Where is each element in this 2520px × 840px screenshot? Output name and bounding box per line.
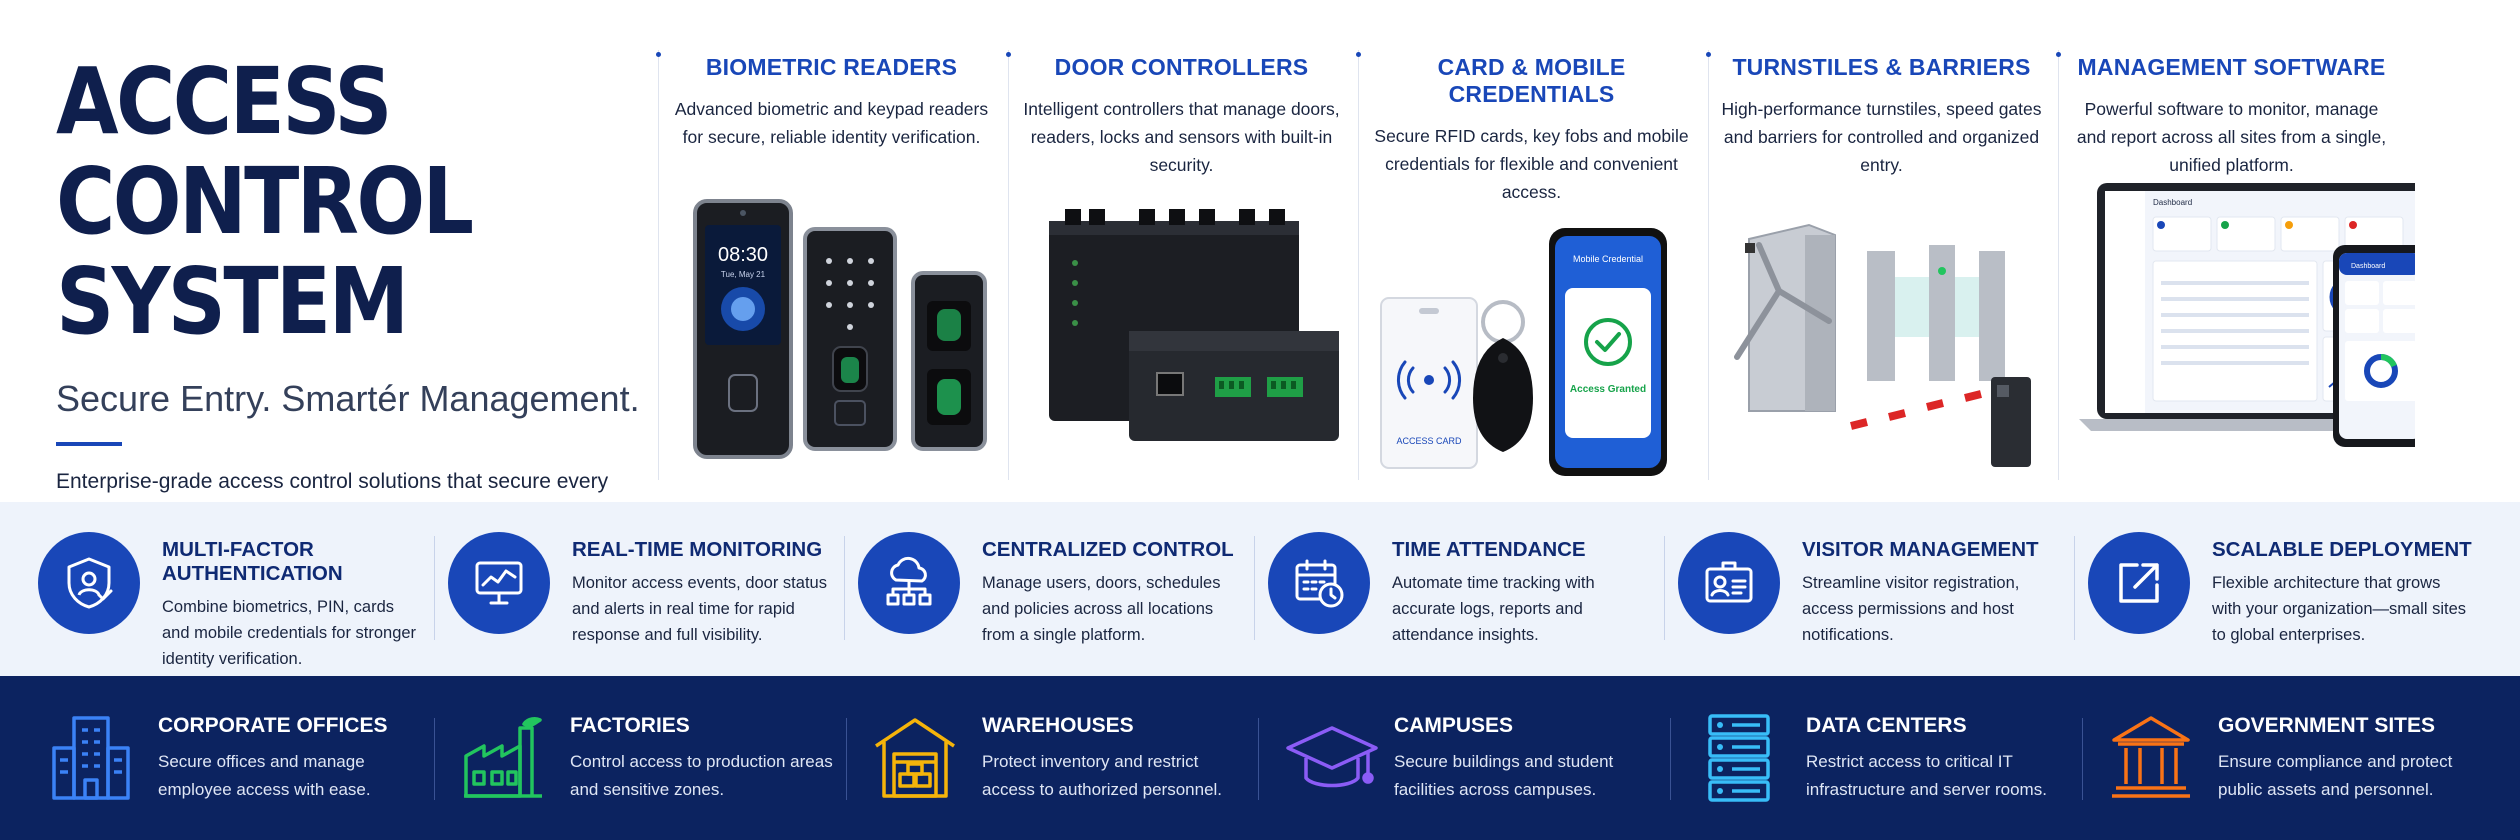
government-building-icon	[2108, 712, 2194, 804]
industry-description: Ensure compliance and protect public ass…	[2218, 752, 2453, 799]
biometric-readers-image: 08:30 Tue, May 21	[669, 181, 994, 471]
expand-arrow-icon	[2088, 532, 2190, 634]
top-section: ACCESS CONTROL SYSTEM Secure Entry. Smar…	[56, 50, 2510, 614]
laptop-header: Dashboard	[2153, 198, 2192, 207]
turnstiles-image	[1719, 181, 2044, 471]
shield-user-icon	[38, 532, 140, 634]
feature-scalable-deployment: SCALABLE DEPLOYMENT Flexible architectur…	[2074, 532, 2498, 676]
industry-description: Secure offices and manage employee acces…	[158, 752, 371, 799]
feature-band: MULTI-FACTOR AUTHENTICATION Combine biom…	[0, 502, 2520, 676]
id-badge-icon	[1678, 532, 1780, 634]
credentials-image: ACCESS CARD Mobile Credential Access Gra…	[1369, 208, 1694, 498]
server-rack-icon	[1696, 712, 1782, 804]
reader-screen-date: Tue, May 21	[721, 270, 766, 279]
product-list: BIOMETRIC READERS Advanced biometric and…	[656, 50, 2510, 480]
feature-description: Automate time tracking with accurate log…	[1392, 574, 1595, 644]
hero-subtitle: Secure Entry. Smartér Management.	[56, 378, 640, 419]
industry-title: CAMPUSES	[1394, 714, 1514, 737]
product-title: CARD & MOBILE CREDENTIALS	[1437, 54, 1626, 107]
door-controllers-image	[1019, 181, 1344, 471]
product-description: Intelligent controllers that manage door…	[1023, 99, 1340, 175]
product-title: BIOMETRIC READERS	[705, 54, 958, 80]
reader-screen-time: 08:30	[718, 244, 768, 266]
industry-government-sites: GOVERNMENT SITES Ensure compliance and p…	[2082, 712, 2520, 840]
feature-title: CENTRALIZED CONTROL	[982, 538, 1234, 561]
feature-multi-factor-authentication: MULTI-FACTOR AUTHENTICATION Combine biom…	[38, 532, 448, 676]
phone-header: Mobile Credential	[1573, 254, 1643, 264]
monitor-chart-icon	[448, 532, 550, 634]
feature-description: Manage users, doors, schedules and polic…	[982, 574, 1221, 644]
management-software-image: Dashboard	[2069, 181, 2415, 471]
industry-description: Control access to production areas and s…	[570, 752, 833, 799]
industry-corporate-offices: CORPORATE OFFICES Secure offices and man…	[48, 712, 460, 840]
hero-title-line2: SYSTEM	[56, 248, 409, 355]
feature-centralized-control: CENTRALIZED CONTROL Manage users, doors,…	[844, 532, 1268, 676]
industry-title: WAREHOUSES	[982, 714, 1134, 737]
product-card-mobile-credentials: CARD & MOBILE CREDENTIALS Secure RFID ca…	[1356, 50, 1708, 480]
feature-description: Monitor access events, door status and a…	[572, 574, 827, 644]
hero-divider	[56, 442, 122, 446]
feature-visitor-management: VISITOR MANAGEMENT Streamline visitor re…	[1664, 532, 2088, 676]
industry-title: GOVERNMENT SITES	[2218, 714, 2436, 737]
product-title: TURNSTILES & BARRIERS	[1732, 54, 2031, 80]
product-title: MANAGEMENT SOFTWARE	[2077, 54, 2386, 80]
warehouse-icon	[872, 712, 958, 804]
industry-title: FACTORIES	[570, 714, 690, 737]
feature-title: VISITOR MANAGEMENT	[1802, 538, 2039, 561]
feature-time-attendance: TIME ATTENDANCE Automate time tracking w…	[1254, 532, 1678, 676]
feature-title: REAL-TIME MONITORING	[572, 538, 823, 561]
product-turnstiles-barriers: TURNSTILES & BARRIERS High-performance t…	[1706, 50, 2058, 480]
phone-status: Access Granted	[1570, 384, 1646, 395]
industry-data-centers: DATA CENTERS Restrict access to critical…	[1670, 712, 2108, 840]
calendar-clock-icon	[1268, 532, 1370, 634]
industry-band: CORPORATE OFFICES Secure offices and man…	[0, 676, 2520, 840]
product-description: High-performance turnstiles, speed gates…	[1721, 99, 2042, 175]
cloud-network-icon	[858, 532, 960, 634]
hero-title-line1: ACCESS CONTROL	[56, 48, 474, 255]
industry-description: Secure buildings and student facilities …	[1394, 752, 1614, 799]
product-description: Advanced biometric and keypad readers fo…	[674, 99, 989, 147]
industry-campuses: CAMPUSES Secure buildings and student fa…	[1258, 712, 1696, 840]
industry-warehouses: WAREHOUSES Protect inventory and restric…	[846, 712, 1284, 840]
product-biometric-readers: BIOMETRIC READERS Advanced biometric and…	[656, 50, 1008, 480]
industry-factories: FACTORIES Control access to production a…	[434, 712, 872, 840]
factory-icon	[460, 712, 546, 804]
industry-title: DATA CENTERS	[1806, 714, 1967, 737]
hero-title: ACCESS CONTROL SYSTEM	[56, 52, 672, 352]
industry-description: Protect inventory and restrict access to…	[982, 752, 1223, 799]
feature-description: Combine biometrics, PIN, cards and mobil…	[162, 598, 417, 668]
product-title: DOOR CONTROLLERS	[1054, 54, 1309, 80]
product-door-controllers: DOOR CONTROLLERS Intelligent controllers…	[1006, 50, 1358, 480]
product-description: Secure RFID cards, key fobs and mobile c…	[1374, 126, 1689, 202]
industry-title: CORPORATE OFFICES	[158, 714, 388, 737]
feature-description: Flexible architecture that grows with yo…	[2212, 574, 2467, 644]
phone-header: Dashboard	[2351, 263, 2385, 270]
graduation-cap-icon	[1284, 712, 1378, 804]
product-management-software: MANAGEMENT SOFTWARE Powerful software to…	[2056, 50, 2415, 480]
feature-description: Streamline visitor registration, access …	[1802, 574, 2020, 644]
feature-real-time-monitoring: REAL-TIME MONITORING Monitor access even…	[434, 532, 858, 676]
feature-title: MULTI-FACTOR AUTHENTICATION	[162, 538, 343, 585]
office-building-icon	[48, 712, 134, 804]
feature-title: SCALABLE DEPLOYMENT	[2212, 538, 2472, 561]
industry-description: Restrict access to critical IT infrastru…	[1806, 752, 2047, 799]
product-description: Powerful software to monitor, manage and…	[2076, 99, 2387, 175]
feature-title: TIME ATTENDANCE	[1392, 538, 1586, 561]
access-card-label: ACCESS CARD	[1396, 436, 1462, 446]
